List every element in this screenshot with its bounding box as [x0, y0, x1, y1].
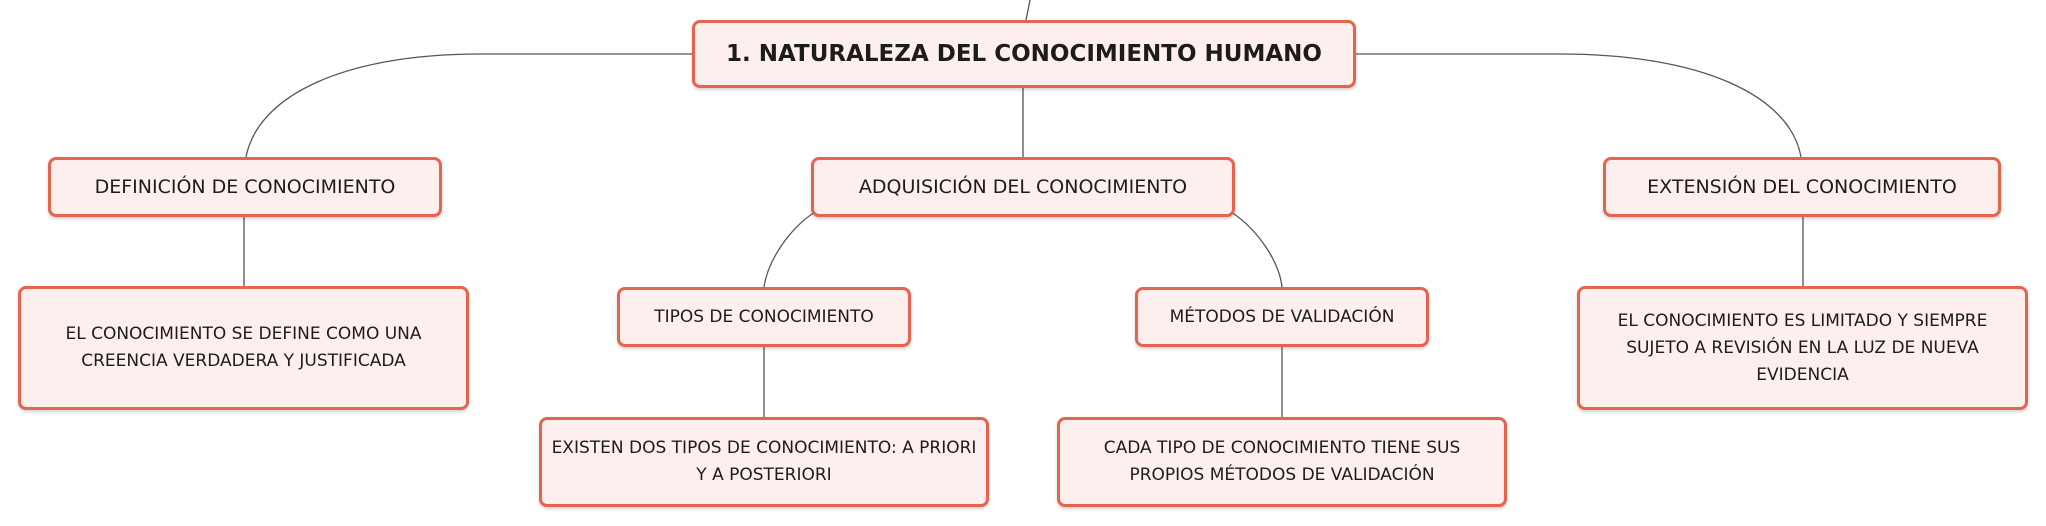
topic-definicion[interactable]: DEFINICIÓN DE CONOCIMIENTO [48, 157, 442, 217]
subtopic-metodos[interactable]: MÉTODOS DE VALIDACIÓN [1135, 287, 1429, 347]
subtopic-tipos[interactable]: TIPOS DE CONOCIMIENTO [617, 287, 911, 347]
detail-tipos-text: EXISTEN DOS TIPOS DE CONOCIMIENTO: A PRI… [551, 438, 977, 485]
detail-tipos[interactable]: EXISTEN DOS TIPOS DE CONOCIMIENTO: A PRI… [539, 417, 989, 507]
connector-root-extension [1356, 53, 1802, 158]
connector-adquisicion-metodos [1230, 211, 1283, 288]
topic-adquisicion-label: ADQUISICIÓN DEL CONOCIMIENTO [858, 176, 1188, 198]
topic-definicion-label: DEFINICIÓN DE CONOCIMIENTO [94, 176, 396, 198]
subtopic-tipos-label: TIPOS DE CONOCIMIENTO [654, 307, 874, 327]
topic-extension-label: EXTENSIÓN DEL CONOCIMIENTO [1647, 176, 1957, 198]
detail-metodos-text: CADA TIPO DE CONOCIMIENTO TIENE SUS PROP… [1103, 438, 1461, 485]
topic-extension[interactable]: EXTENSIÓN DEL CONOCIMIENTO [1603, 157, 2001, 217]
detail-definicion[interactable]: EL CONOCIMIENTO SE DEFINE COMO UNA CREEN… [18, 286, 469, 410]
root-topic-label: 1. NATURALEZA DEL CONOCIMIENTO HUMANO [726, 41, 1322, 67]
detail-extension[interactable]: EL CONOCIMIENTO ES LIMITADO Y SIEMPRE SU… [1577, 286, 2028, 410]
detail-extension-text: EL CONOCIMIENTO ES LIMITADO Y SIEMPRE SU… [1617, 310, 1988, 385]
topic-adquisicion[interactable]: ADQUISICIÓN DEL CONOCIMIENTO [811, 157, 1235, 217]
detail-definicion-text: EL CONOCIMIENTO SE DEFINE COMO UNA CREEN… [65, 324, 422, 371]
detail-metodos[interactable]: CADA TIPO DE CONOCIMIENTO TIENE SUS PROP… [1057, 417, 1507, 507]
connector-adquisicion-tipos [763, 211, 816, 288]
connector-parent-root [1025, 0, 1031, 21]
subtopic-metodos-label: MÉTODOS DE VALIDACIÓN [1169, 307, 1395, 327]
connector-root-definicion [245, 53, 692, 158]
root-topic[interactable]: 1. NATURALEZA DEL CONOCIMIENTO HUMANO [692, 20, 1356, 88]
